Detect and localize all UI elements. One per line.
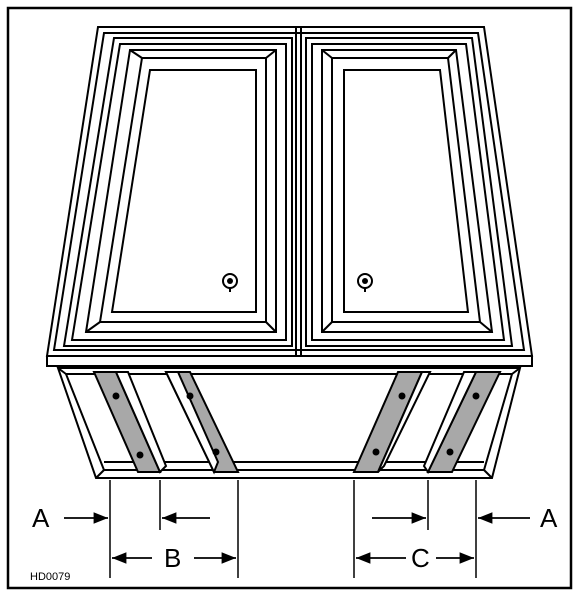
label-a-left: A [32, 503, 50, 533]
right-door [305, 37, 514, 347]
figure-code: HD0079 [30, 571, 70, 583]
door-knob-icon [357, 273, 373, 292]
extension-lines [109, 480, 477, 578]
label-a-right: A [540, 503, 558, 533]
mounting-rail-3 [352, 371, 432, 473]
mounting-rail-1 [92, 371, 168, 474]
mounting-rail-4 [422, 371, 502, 475]
label-c: C [411, 543, 430, 573]
left-door [62, 37, 293, 347]
arrow-icon [64, 512, 530, 564]
label-b: B [164, 543, 181, 573]
mounting-rail-2 [164, 371, 240, 475]
door-knob-icon [222, 273, 238, 292]
